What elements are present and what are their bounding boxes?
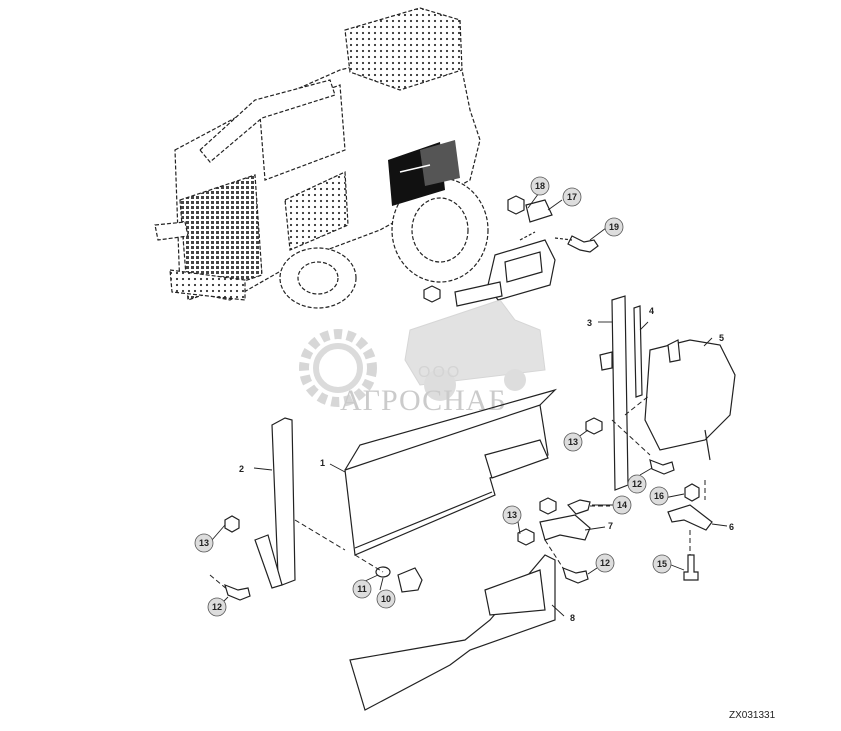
svg-text:7: 7 [608,521,613,531]
post-part-3 [611,295,629,491]
callout-13-middle: 13 [502,505,522,525]
svg-text:16: 16 [654,491,664,501]
svg-text:6: 6 [729,522,734,532]
callout-15: 15 [652,554,672,574]
bolt-12c [562,567,589,584]
svg-text:2: 2 [239,464,244,474]
svg-text:13: 13 [199,538,209,548]
bracket-part-7 [539,514,591,541]
svg-text:3: 3 [587,318,592,328]
callout-6: 6 [729,522,734,532]
callout-5: 5 [719,333,724,343]
bolt-12b [649,459,675,475]
highlighted-panel-location [388,140,460,206]
callout-12-upper: 12 [627,474,647,494]
callout-17: 17 [562,187,582,207]
svg-text:12: 12 [632,479,642,489]
cover-part-5 [644,339,736,451]
nut-13a [224,515,240,533]
svg-text:12: 12 [600,558,610,568]
bolt-15 [683,554,699,581]
clip-part-6 [667,504,713,531]
svg-text:10: 10 [381,594,391,604]
svg-text:17: 17 [567,192,577,202]
callout-12-lower: 12 [595,553,615,573]
watermark-prefix: ООО [418,364,461,381]
svg-text:15: 15 [657,559,667,569]
upper-bracket-assembly [423,195,599,307]
svg-text:19: 19 [609,222,619,232]
svg-text:14: 14 [617,500,627,510]
svg-text:18: 18 [535,181,545,191]
svg-text:5: 5 [719,333,724,343]
callout-3: 3 [587,318,592,328]
callout-14: 14 [612,495,632,515]
panel-part-8 [349,554,556,711]
svg-text:8: 8 [570,613,575,623]
panel-part-1 [344,404,549,556]
callout-12-left: 12 [207,597,227,617]
nut-13c [585,417,603,435]
latch-part-10 [397,567,423,593]
nut-16 [684,483,700,502]
nut-13b [517,528,535,546]
callout-2: 2 [239,464,244,474]
callout-4: 4 [649,306,654,316]
svg-text:1: 1 [320,458,325,468]
svg-text:4: 4 [649,306,654,316]
svg-text:13: 13 [507,510,517,520]
callout-16: 16 [649,486,669,506]
bolt-14 [566,499,591,515]
callout-10: 10 [376,589,396,609]
rod-part-4 [633,305,643,398]
machine-overview [154,7,489,309]
callout-8: 8 [570,613,575,623]
callout-13-left: 13 [194,533,214,553]
exploded-parts [224,295,736,711]
callouts: 1 2 3 4 5 6 7 8 10 11 12 12 12 13 [194,176,734,623]
callout-11: 11 [352,579,372,599]
svg-text:11: 11 [357,584,367,594]
callout-1: 1 [320,458,325,468]
assembly-lines [209,394,706,591]
bolt-12a [224,584,251,601]
callout-18: 18 [530,176,550,196]
watermark-company-name: АГРОСНАБ [340,384,507,417]
svg-text:12: 12 [212,602,222,612]
watermark-logo: ООО АГРОСНАБ [299,299,546,417]
callout-13-right: 13 [563,432,583,452]
svg-text:13: 13 [568,437,578,447]
reference-code: ZX031331 [729,710,776,721]
callout-7: 7 [608,521,613,531]
callout-19: 19 [604,217,624,237]
